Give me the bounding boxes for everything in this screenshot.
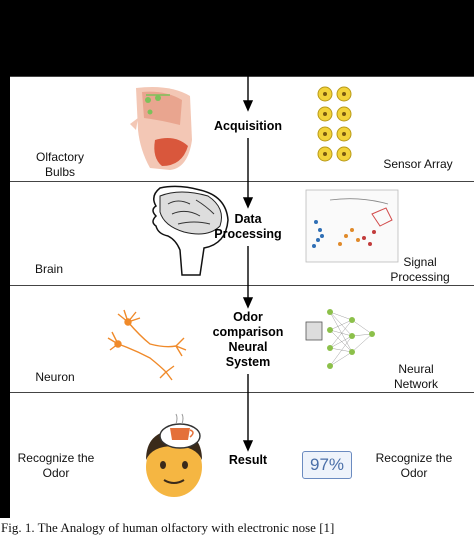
step-data-processing: Data Processing (214, 212, 282, 241)
label-recognize-odor-right: Recognize the Odor (375, 451, 453, 480)
label-signal-processing: Signal Processing (390, 255, 450, 284)
label-neuron: Neuron (35, 370, 75, 384)
recognition-percentage-badge: 97% (302, 451, 352, 479)
step-result: Result (228, 453, 268, 467)
label-recognize-odor-left: Recognize the Odor (17, 451, 95, 480)
label-olfactory-bulbs: Olfactory Bulbs (35, 150, 84, 179)
figure-caption: Fig. 1. The Analogy of human olfactory w… (0, 518, 474, 535)
label-sensor-array: Sensor Array (383, 157, 453, 171)
label-neural-network: Neural Network (393, 362, 438, 391)
brain-head-illustration (152, 185, 229, 276)
label-brain: Brain (34, 262, 63, 276)
row-result (10, 392, 474, 518)
step-neural-system: Odor comparison Neural System (212, 310, 284, 369)
neural-network-illustration (305, 309, 375, 369)
nose-anatomy-illustration (130, 87, 192, 170)
sensor-array-illustration (317, 86, 352, 162)
row-neural-system (10, 285, 474, 392)
signal-processing-plot (305, 189, 399, 263)
flow-arrows (242, 76, 254, 452)
row-acquisition (10, 76, 474, 181)
step-acquisition: Acquisition (213, 119, 283, 133)
person-smelling-coffee-illustration (146, 413, 202, 497)
neuron-illustration (107, 309, 187, 381)
